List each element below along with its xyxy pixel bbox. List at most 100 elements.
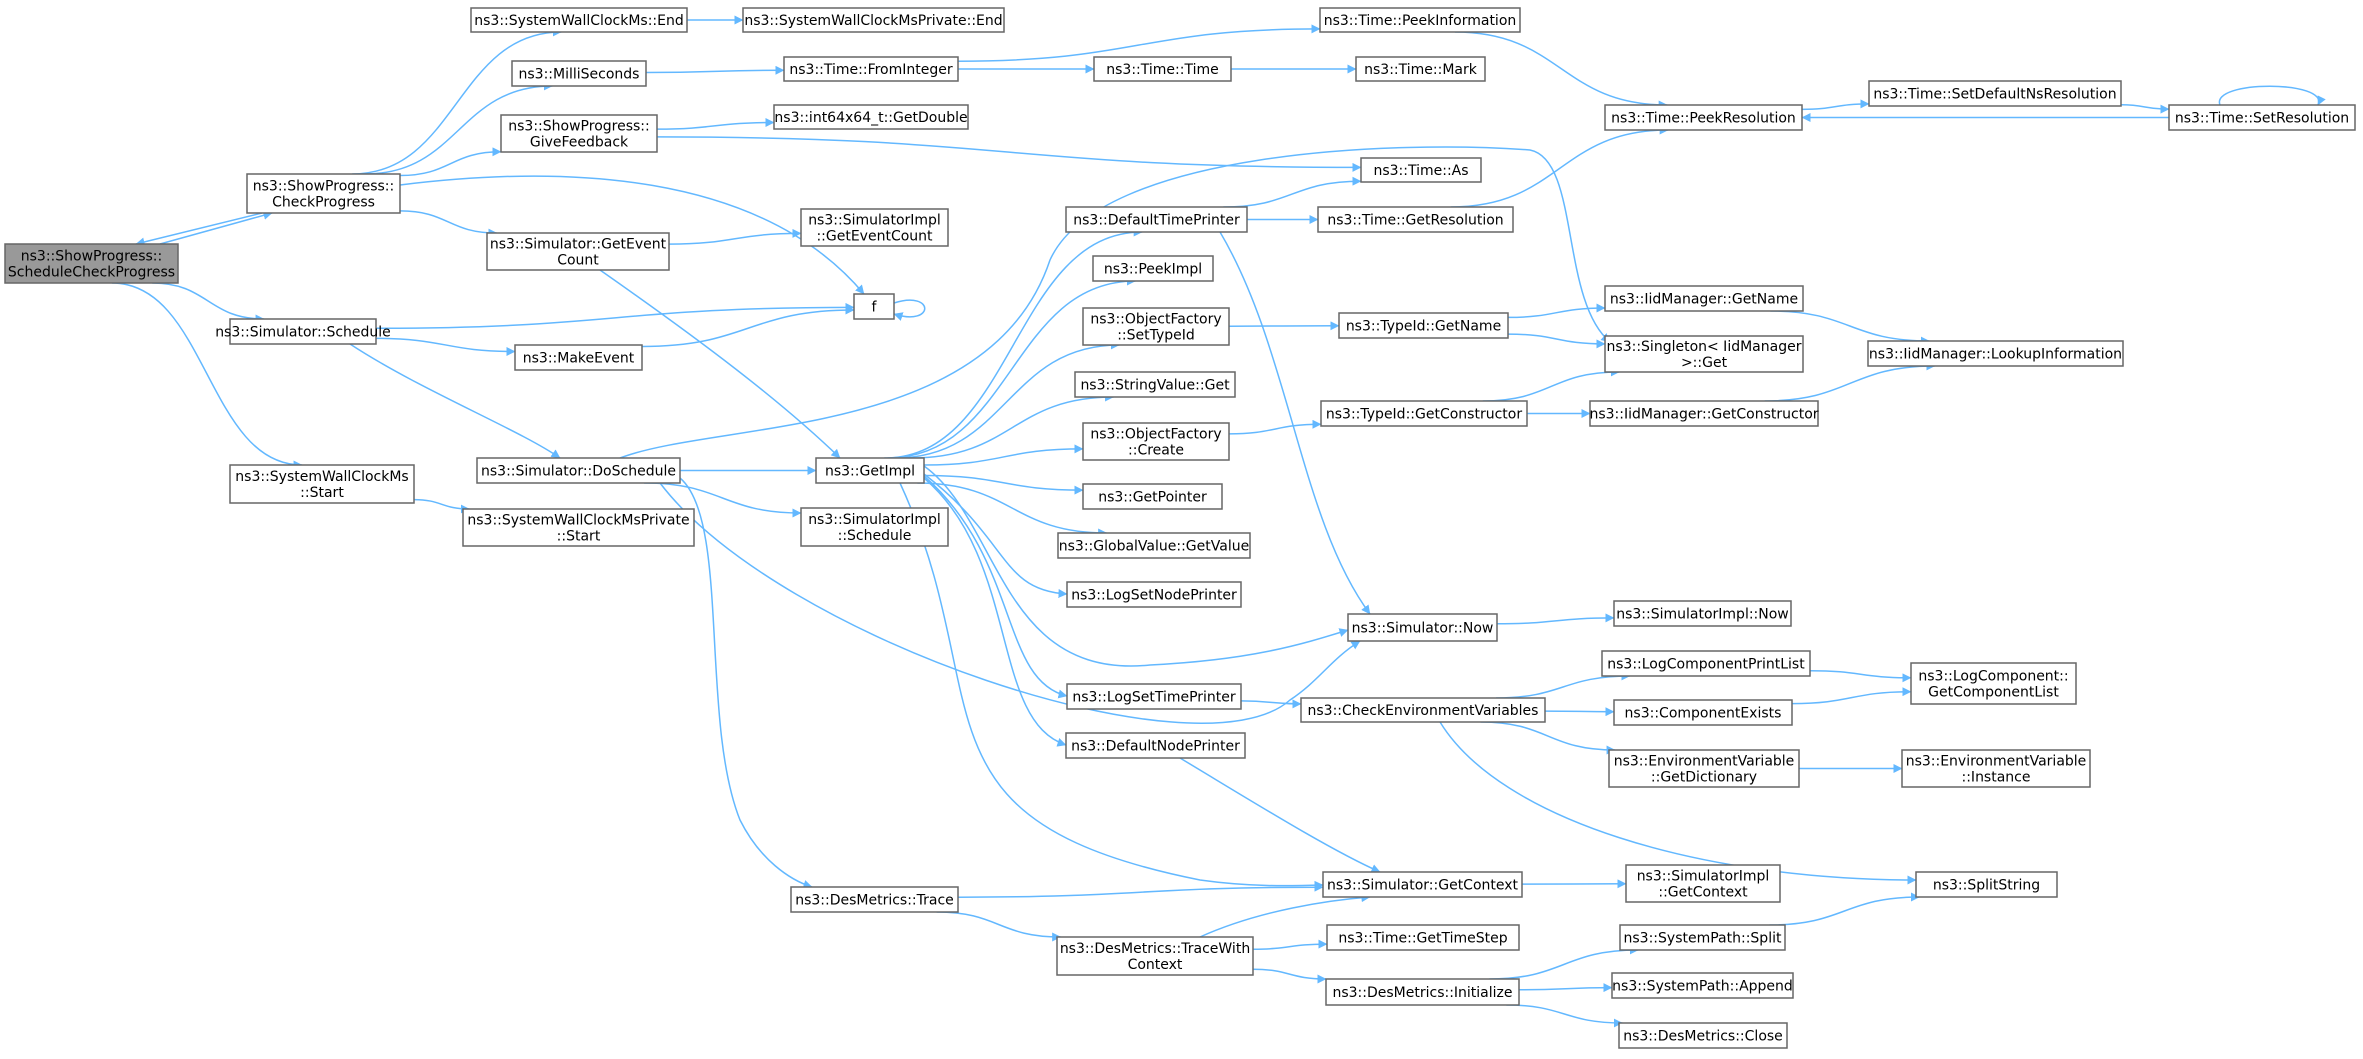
node-desmetrics-trace[interactable]: ns3::DesMetrics::Trace — [790, 886, 959, 913]
node-box[interactable] — [1082, 422, 1230, 461]
node-box[interactable] — [1066, 683, 1242, 710]
node-sp-check[interactable]: ns3::ShowProgress::CheckProgress — [246, 173, 401, 214]
node-box[interactable] — [1355, 56, 1486, 82]
node-logcomp-getlist[interactable]: ns3::LogComponent::GetComponentList — [1910, 662, 2077, 705]
node-box[interactable] — [1901, 749, 2091, 788]
node-swc-end[interactable]: ns3::SystemWallClockMs::End — [470, 7, 688, 33]
node-checkenvvars[interactable]: ns3::CheckEnvironmentVariables — [1300, 697, 1546, 723]
node-box[interactable] — [1613, 600, 1792, 627]
node-time-as[interactable]: ns3::Time::As — [1360, 157, 1482, 183]
node-box[interactable] — [1613, 699, 1793, 726]
node-box[interactable] — [1867, 340, 2124, 367]
node-box[interactable] — [773, 104, 969, 130]
node-box[interactable] — [4, 243, 179, 284]
node-box[interactable] — [800, 507, 949, 547]
node-box[interactable] — [783, 56, 959, 82]
node-box[interactable] — [1326, 924, 1520, 951]
node-sim-doschedule[interactable]: ns3::Simulator::DoSchedule — [476, 457, 681, 484]
node-defaultnodeprinter[interactable]: ns3::DefaultNodePrinter — [1065, 732, 1246, 759]
node-box[interactable] — [1093, 56, 1232, 82]
node-time-peekinfo[interactable]: ns3::Time::PeekInformation — [1319, 7, 1521, 33]
node-stringvalue-get[interactable]: ns3::StringValue::Get — [1074, 371, 1236, 398]
node-swcp-end[interactable]: ns3::SystemWallClockMsPrivate::End — [742, 7, 1005, 33]
node-box[interactable] — [229, 318, 377, 345]
node-root[interactable]: ns3::ShowProgress::ScheduleCheckProgress — [4, 243, 179, 284]
node-box[interactable] — [1066, 581, 1242, 608]
node-iidmgr-lookup[interactable]: ns3::IidManager::LookupInformation — [1867, 340, 2124, 367]
node-singleton-get[interactable]: ns3::Singleton< IidManager>::Get — [1604, 335, 1804, 373]
node-box[interactable] — [1589, 400, 1819, 427]
node-box[interactable] — [800, 208, 949, 247]
node-simimpl-schedule[interactable]: ns3::SimulatorImpl::Schedule — [800, 507, 949, 547]
node-box[interactable] — [1065, 732, 1246, 759]
node-objfact-settypeid[interactable]: ns3::ObjectFactory::SetTypeId — [1082, 307, 1230, 346]
node-box[interactable] — [1910, 662, 2077, 705]
node-box[interactable] — [790, 886, 959, 913]
node-int64-getdouble[interactable]: ns3::int64x64_t::GetDouble — [773, 104, 969, 130]
node-box[interactable] — [1604, 285, 1804, 312]
node-systempath-split[interactable]: ns3::SystemPath::Split — [1619, 924, 1786, 951]
node-box[interactable] — [1338, 312, 1509, 339]
node-box[interactable] — [1868, 80, 2122, 107]
node-box[interactable] — [1300, 697, 1546, 723]
node-simimpl-geteventcount[interactable]: ns3::SimulatorImpl::GetEventCount — [800, 208, 949, 247]
node-box[interactable] — [476, 457, 681, 484]
node-box[interactable] — [1082, 483, 1223, 510]
node-globalvalue-getvalue[interactable]: ns3::GlobalValue::GetValue — [1057, 532, 1251, 559]
node-envvar-getdict[interactable]: ns3::EnvironmentVariable::GetDictionary — [1608, 749, 1800, 788]
node-millisec[interactable]: ns3::MilliSeconds — [511, 60, 647, 87]
node-box[interactable] — [1065, 206, 1248, 233]
node-time-setdefault[interactable]: ns3::Time::SetDefaultNsResolution — [1868, 80, 2122, 107]
node-time-fromint[interactable]: ns3::Time::FromInteger — [783, 56, 959, 82]
node-box[interactable] — [1604, 335, 1804, 373]
node-box[interactable] — [1092, 255, 1214, 282]
node-sim-schedule[interactable]: ns3::Simulator::Schedule — [215, 318, 391, 345]
node-simimpl-now[interactable]: ns3::SimulatorImpl::Now — [1613, 600, 1792, 627]
node-makeevent[interactable]: ns3::MakeEvent — [514, 344, 643, 371]
node-box[interactable] — [1625, 864, 1781, 903]
node-systempath-append[interactable]: ns3::SystemPath::Append — [1611, 972, 1794, 999]
node-envvar-instance[interactable]: ns3::EnvironmentVariable::Instance — [1901, 749, 2091, 788]
node-box[interactable] — [1915, 871, 2058, 898]
node-time-time[interactable]: ns3::Time::Time — [1093, 56, 1232, 82]
node-splitstring[interactable]: ns3::SplitString — [1915, 871, 2058, 898]
node-box[interactable] — [1360, 157, 1482, 183]
node-typeid-getname[interactable]: ns3::TypeId::GetName — [1338, 312, 1509, 339]
node-logsetnodeprinter[interactable]: ns3::LogSetNodePrinter — [1066, 581, 1242, 608]
node-box[interactable] — [1074, 371, 1236, 398]
node-sp-give[interactable]: ns3::ShowProgress::GiveFeedback — [500, 114, 658, 153]
node-box[interactable] — [1317, 206, 1514, 233]
node-desmetrics-init[interactable]: ns3::DesMetrics::Initialize — [1325, 978, 1520, 1006]
node-box[interactable] — [511, 60, 647, 87]
node-typeid-getctor[interactable]: ns3::TypeId::GetConstructor — [1320, 400, 1528, 427]
node-box[interactable] — [1325, 978, 1520, 1006]
node-time-gettimestep[interactable]: ns3::Time::GetTimeStep — [1326, 924, 1520, 951]
node-logsettimeprinter[interactable]: ns3::LogSetTimePrinter — [1066, 683, 1242, 710]
node-logcompprintlist[interactable]: ns3::LogComponentPrintList — [1601, 650, 1811, 677]
node-box[interactable] — [470, 7, 688, 33]
node-box[interactable] — [514, 344, 643, 371]
node-box[interactable] — [1056, 936, 1254, 976]
node-getpointer[interactable]: ns3::GetPointer — [1082, 483, 1223, 510]
node-box[interactable] — [1601, 650, 1811, 677]
node-iidmgr-getname[interactable]: ns3::IidManager::GetName — [1604, 285, 1804, 312]
node-box[interactable] — [500, 114, 658, 153]
node-box[interactable] — [1604, 104, 1803, 131]
node-box[interactable] — [742, 7, 1005, 33]
node-sim-getcontext[interactable]: ns3::Simulator::GetContext — [1322, 871, 1523, 898]
node-time-peekres[interactable]: ns3::Time::PeekResolution — [1604, 104, 1803, 131]
node-sim-geteventcount[interactable]: ns3::Simulator::GetEventCount — [486, 232, 670, 271]
node-defaulttimeprinter[interactable]: ns3::DefaultTimePrinter — [1065, 206, 1248, 233]
node-objfact-create[interactable]: ns3::ObjectFactory::Create — [1082, 422, 1230, 461]
node-time-getres[interactable]: ns3::Time::GetResolution — [1317, 206, 1514, 233]
node-box[interactable] — [1618, 1022, 1788, 1049]
node-box[interactable] — [1608, 749, 1800, 788]
node-box[interactable] — [1057, 532, 1251, 559]
node-peekimpl[interactable]: ns3::PeekImpl — [1092, 255, 1214, 282]
node-box[interactable] — [1619, 924, 1786, 951]
node-box[interactable] — [462, 508, 695, 547]
node-box[interactable] — [486, 232, 670, 271]
node-desmetrics-close[interactable]: ns3::DesMetrics::Close — [1618, 1022, 1788, 1049]
node-box[interactable] — [1082, 307, 1230, 346]
